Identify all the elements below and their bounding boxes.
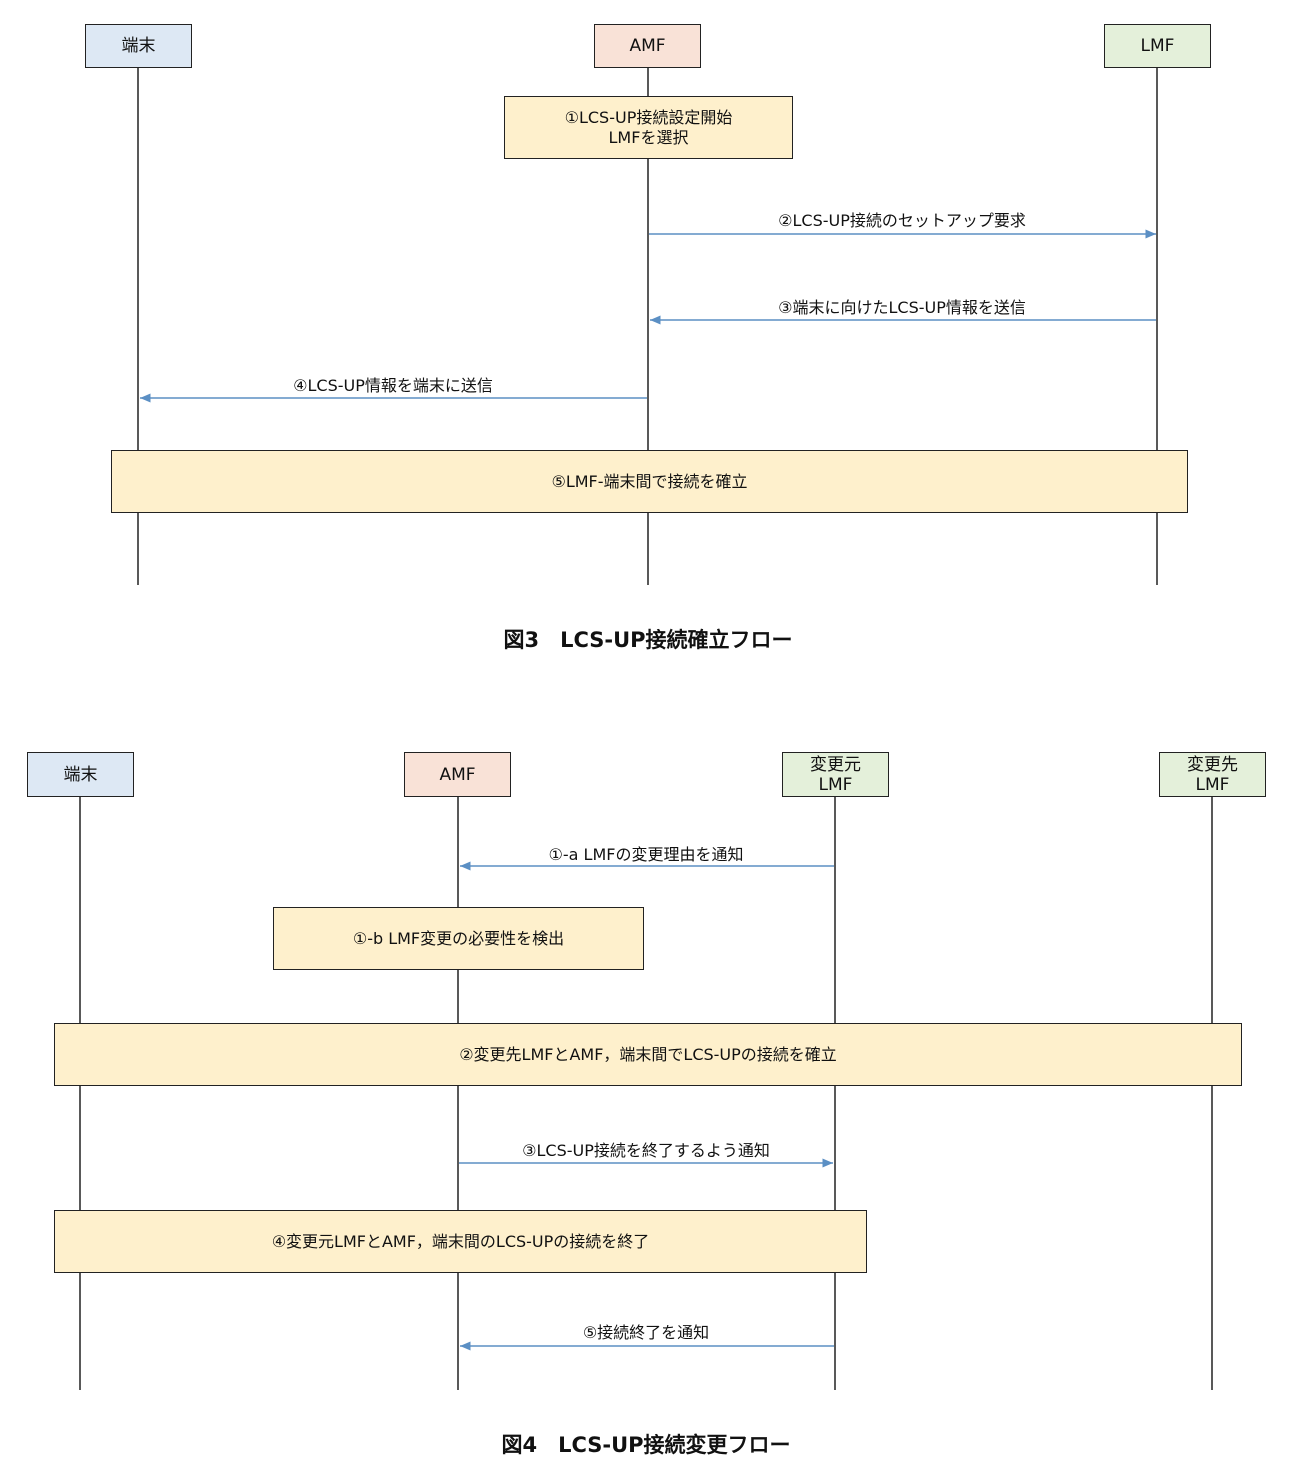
participant-amf: AMF bbox=[594, 24, 701, 68]
note-step1: ①LCS-UP接続設定開始 LMFを選択 bbox=[504, 96, 793, 159]
participant-source-lmf: 変更元 LMF bbox=[782, 752, 889, 797]
participant-terminal: 端末 bbox=[27, 752, 134, 797]
participant-lmf: LMF bbox=[1104, 24, 1211, 68]
figure-caption: 図3 LCS-UP接続確立フロー bbox=[503, 628, 793, 652]
message-label-step5: ⑤接続終了を通知 bbox=[582, 1323, 710, 1342]
figure-caption: 図4 LCS-UP接続変更フロー bbox=[501, 1433, 791, 1457]
message-label-step4: ④LCS-UP情報を端末に送信 bbox=[293, 376, 493, 395]
note-step1b: ①-b LMF変更の必要性を検出 bbox=[273, 907, 644, 970]
participant-terminal: 端末 bbox=[85, 24, 192, 68]
message-label-step2: ②LCS-UP接続のセットアップ要求 bbox=[778, 211, 1026, 230]
participant-amf: AMF bbox=[404, 752, 511, 797]
note-step2: ②変更先LMFとAMF，端末間でLCS-UPの接続を確立 bbox=[54, 1023, 1242, 1086]
note-step5: ⑤LMF-端末間で接続を確立 bbox=[111, 450, 1188, 513]
message-label-step3: ③LCS-UP接続を終了するよう通知 bbox=[522, 1141, 770, 1160]
participant-target-lmf: 変更先 LMF bbox=[1159, 752, 1266, 797]
message-label-step1a: ①-a LMFの変更理由を通知 bbox=[548, 845, 744, 864]
message-label-step3: ③端末に向けたLCS-UP情報を送信 bbox=[778, 298, 1026, 317]
note-step4: ④変更元LMFとAMF，端末間のLCS-UPの接続を終了 bbox=[54, 1210, 867, 1273]
